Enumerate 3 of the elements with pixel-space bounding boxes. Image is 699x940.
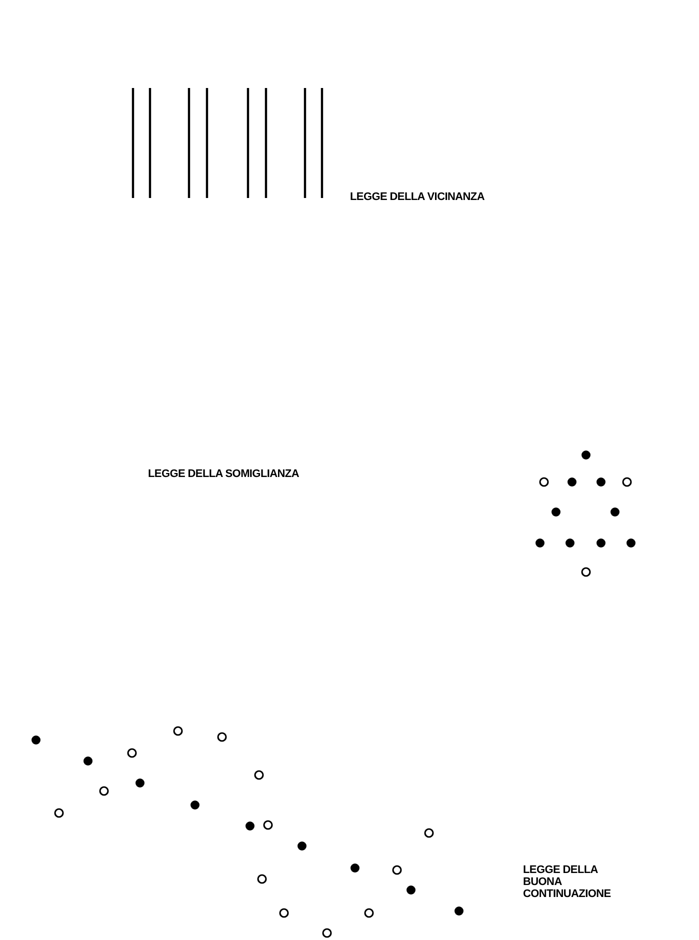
law-label: LEGGE DELLA VICINANZA: [350, 191, 484, 203]
law-label: LEGGE DELLA SOMIGLIANZA: [148, 468, 299, 480]
law-label: LEGGE DELLA BUONA CONTINUAZIONE: [523, 864, 612, 900]
